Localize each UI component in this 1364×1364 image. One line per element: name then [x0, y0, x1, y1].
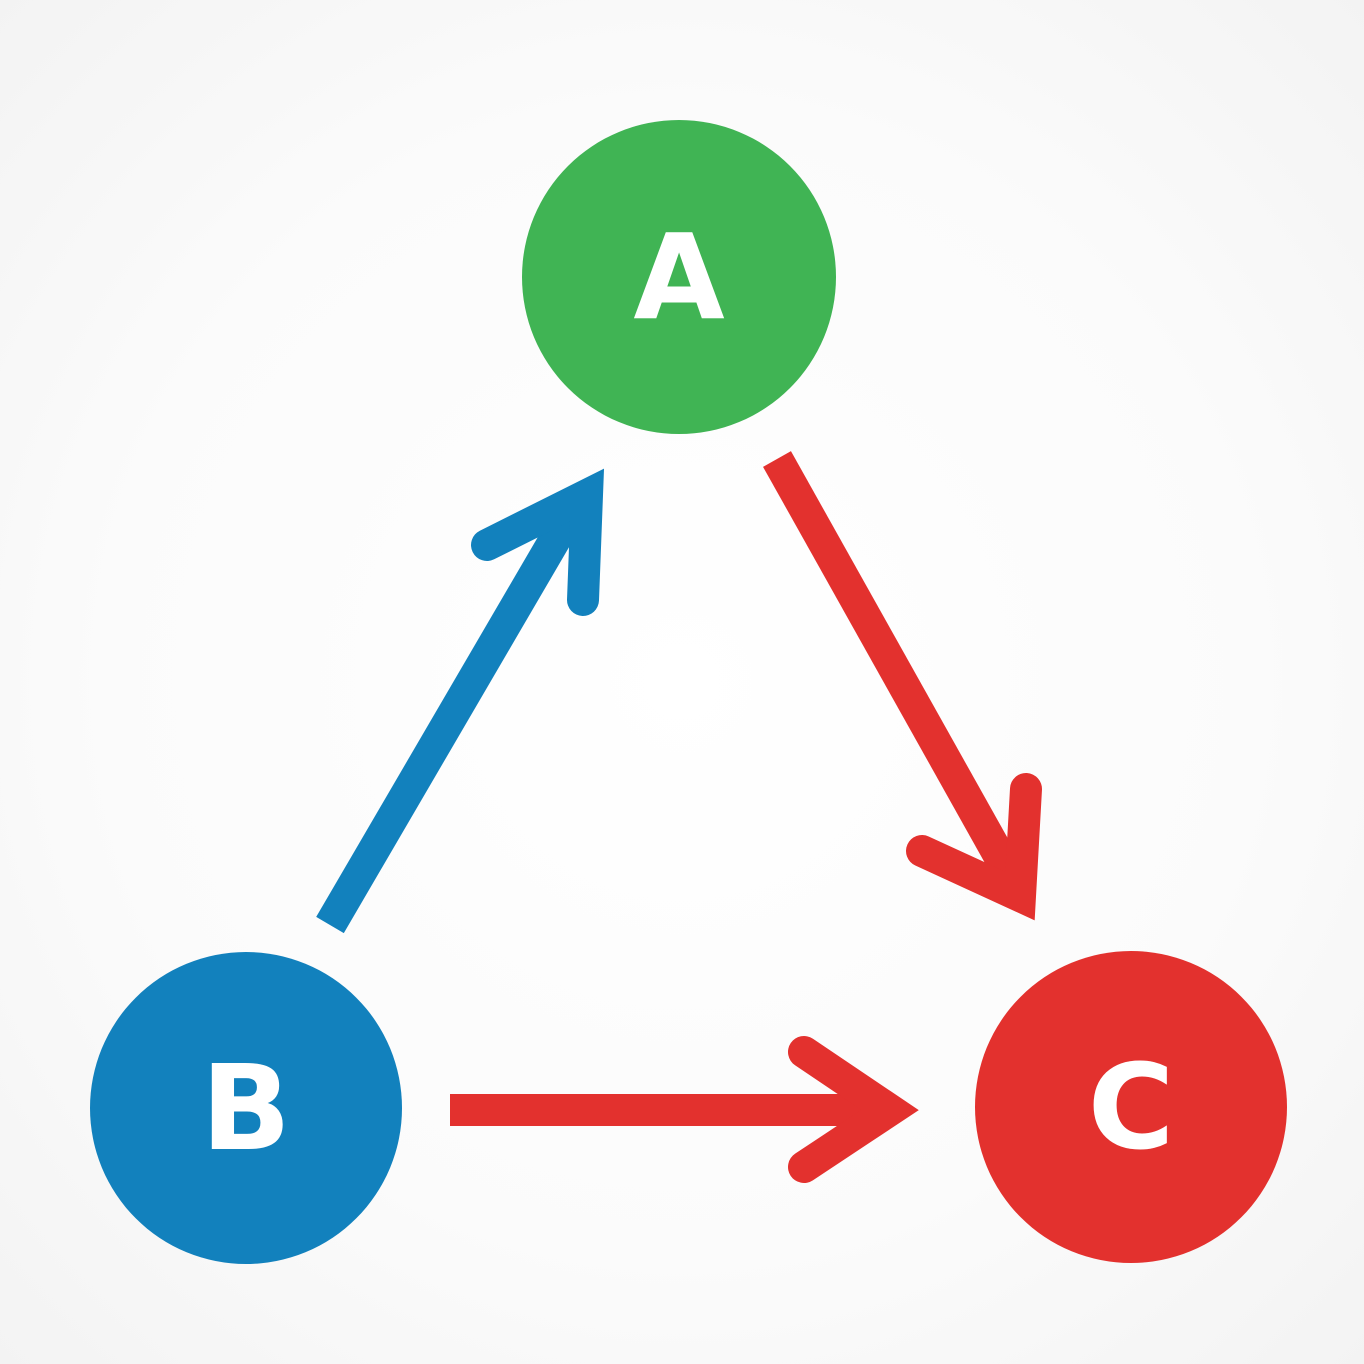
- node-c-label: C: [1087, 1038, 1175, 1176]
- edge-a-to-c-arrowhead: [906, 773, 1042, 921]
- edge-b-to-c: [450, 1036, 919, 1183]
- edge-b-to-a-shaft: [316, 503, 585, 934]
- node-a: A: [522, 120, 836, 434]
- edge-a-to-c-shaft: [763, 451, 1024, 883]
- node-b-label: B: [201, 1039, 291, 1177]
- edge-a-to-c: [763, 451, 1042, 921]
- node-b: B: [90, 952, 402, 1264]
- edge-b-to-c-arrowhead: [788, 1036, 919, 1183]
- node-a-label: A: [633, 208, 725, 346]
- edge-b-to-a-arrowhead: [471, 468, 605, 616]
- edge-b-to-a: [316, 468, 605, 934]
- node-c: C: [975, 951, 1287, 1263]
